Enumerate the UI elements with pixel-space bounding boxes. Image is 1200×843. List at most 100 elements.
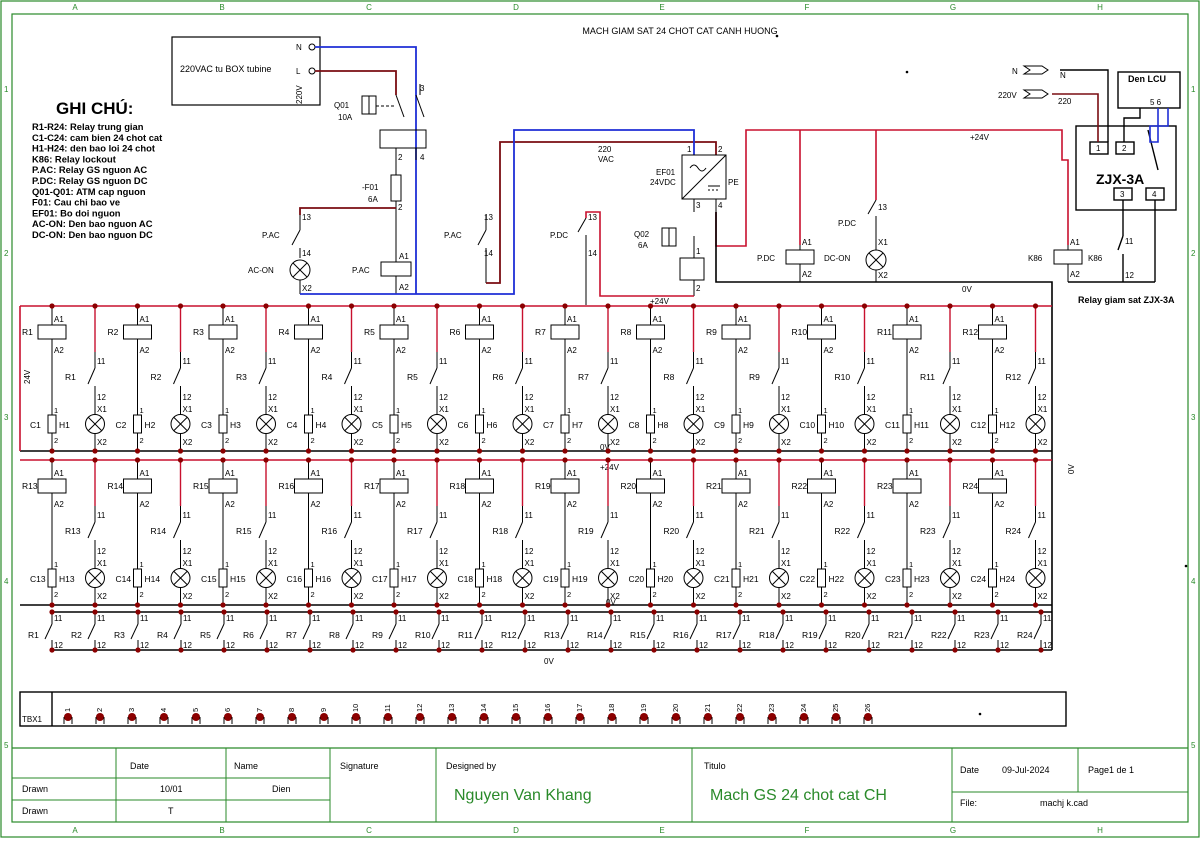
tbx-screw	[448, 713, 456, 721]
dcon-x1: X1	[878, 238, 888, 247]
tbx-terminal-number: 1	[63, 708, 72, 712]
supply-box: 220VAC tu BOX tubine N L 220V	[171, 36, 321, 106]
grid-col-G-bottom: G	[950, 826, 956, 835]
junction-node	[861, 303, 868, 309]
relay-coil-label: R12	[963, 327, 979, 337]
junction-node	[904, 303, 910, 309]
pdc-c13: 13	[588, 213, 597, 222]
coil-a2: A2	[824, 500, 834, 509]
lamp-x2: X2	[268, 438, 278, 447]
contact-t11: 11	[268, 357, 277, 366]
lamp-x1: X1	[610, 559, 620, 568]
sensor-t1: 1	[225, 406, 229, 415]
tbx-terminal: 13	[447, 704, 457, 724]
lamp-x1: X1	[97, 405, 107, 414]
junction-node	[694, 647, 700, 653]
q02-rating: 6A	[638, 241, 648, 250]
contact-relay-label: R19	[578, 526, 594, 536]
lamp-label: H17	[401, 574, 417, 584]
sensor-element	[988, 414, 997, 434]
junction-node	[92, 609, 98, 615]
pdc-c14: 14	[588, 249, 597, 258]
contact-t11: 11	[696, 511, 705, 520]
sensor-t2: 2	[140, 590, 144, 599]
lamp-label: H13	[59, 574, 75, 584]
dcon-x2: X2	[878, 271, 888, 280]
chain-t11: 11	[871, 614, 880, 623]
lamp-label: H19	[572, 574, 588, 584]
lamp-x2: X2	[1038, 438, 1048, 447]
tbx-screw	[768, 713, 776, 721]
grid-row-4-right: 4	[1191, 577, 1196, 586]
junction-node	[479, 647, 485, 653]
relay-coil	[379, 478, 409, 494]
junction-node	[909, 647, 915, 653]
contact-t11: 11	[525, 511, 534, 520]
sensor-element	[817, 414, 826, 434]
relay-coil-label: R7	[535, 327, 546, 337]
f01-label: -F01	[362, 183, 379, 192]
tbx-terminal: 6	[223, 708, 233, 724]
tbx-terminal-number: 2	[95, 708, 104, 712]
junction-node	[562, 457, 568, 463]
grid-row-4-left: 4	[4, 577, 9, 586]
tb-date-label: Date	[960, 765, 979, 775]
junction-node	[264, 609, 270, 615]
coil-a1: A1	[482, 469, 492, 478]
tb-page: Page1 de 1	[1088, 765, 1134, 775]
tbx-terminal-number: 4	[159, 708, 168, 712]
chain-t12: 12	[226, 641, 235, 650]
contact-relay-label: R23	[920, 526, 936, 536]
relay-coil	[37, 324, 67, 340]
contact-t12: 12	[439, 547, 448, 556]
sensor-label: C19	[543, 574, 559, 584]
lamp-x2: X2	[525, 592, 535, 601]
sensor-t2: 2	[140, 436, 144, 445]
acon-label: AC-ON	[248, 266, 274, 275]
relay-coil	[379, 324, 409, 340]
junction-node	[221, 647, 227, 653]
contact-relay-label: R15	[236, 526, 252, 536]
chain-relay-label: R24	[1017, 630, 1033, 640]
chain-t12: 12	[97, 641, 106, 650]
sensor-t1: 1	[396, 406, 400, 415]
contact-t11: 11	[354, 357, 363, 366]
sensor-label: C2	[116, 420, 127, 430]
lamp-x2: X2	[439, 592, 449, 601]
legend-item: H1-H24: den bao loi 24 chot	[32, 143, 155, 154]
tbx-terminal: 26	[863, 704, 873, 724]
junction-node	[647, 303, 654, 309]
lamp-label: H12	[1000, 420, 1016, 430]
relay-contact	[686, 521, 694, 539]
lamp-x2: X2	[867, 438, 877, 447]
pdc-a2: A2	[802, 270, 812, 279]
junction-node	[434, 602, 440, 608]
coil-a2: A2	[995, 346, 1005, 355]
zjx-220-wire	[1052, 93, 1099, 142]
sensor-t2: 2	[311, 436, 315, 445]
coil-a1: A1	[738, 469, 748, 478]
contact-t11: 11	[439, 357, 448, 366]
junction-node	[989, 303, 996, 309]
sensor-label: C5	[372, 420, 383, 430]
chain-relay-label: R6	[243, 630, 254, 640]
tbx-terminal: 4	[159, 708, 169, 724]
relay-coil	[807, 478, 836, 494]
relay-coil-label: R24	[963, 481, 979, 491]
relay-coil	[978, 324, 1007, 340]
relay-coil-label: R1	[22, 327, 33, 337]
chain-relay-label: R23	[974, 630, 990, 640]
contact-t12: 12	[952, 547, 961, 556]
contact-t12: 12	[525, 547, 534, 556]
relay-coil	[550, 324, 580, 340]
lamp-label: H11	[914, 420, 929, 430]
chain-contact	[1033, 623, 1042, 640]
lamp-label: H8	[658, 420, 669, 430]
